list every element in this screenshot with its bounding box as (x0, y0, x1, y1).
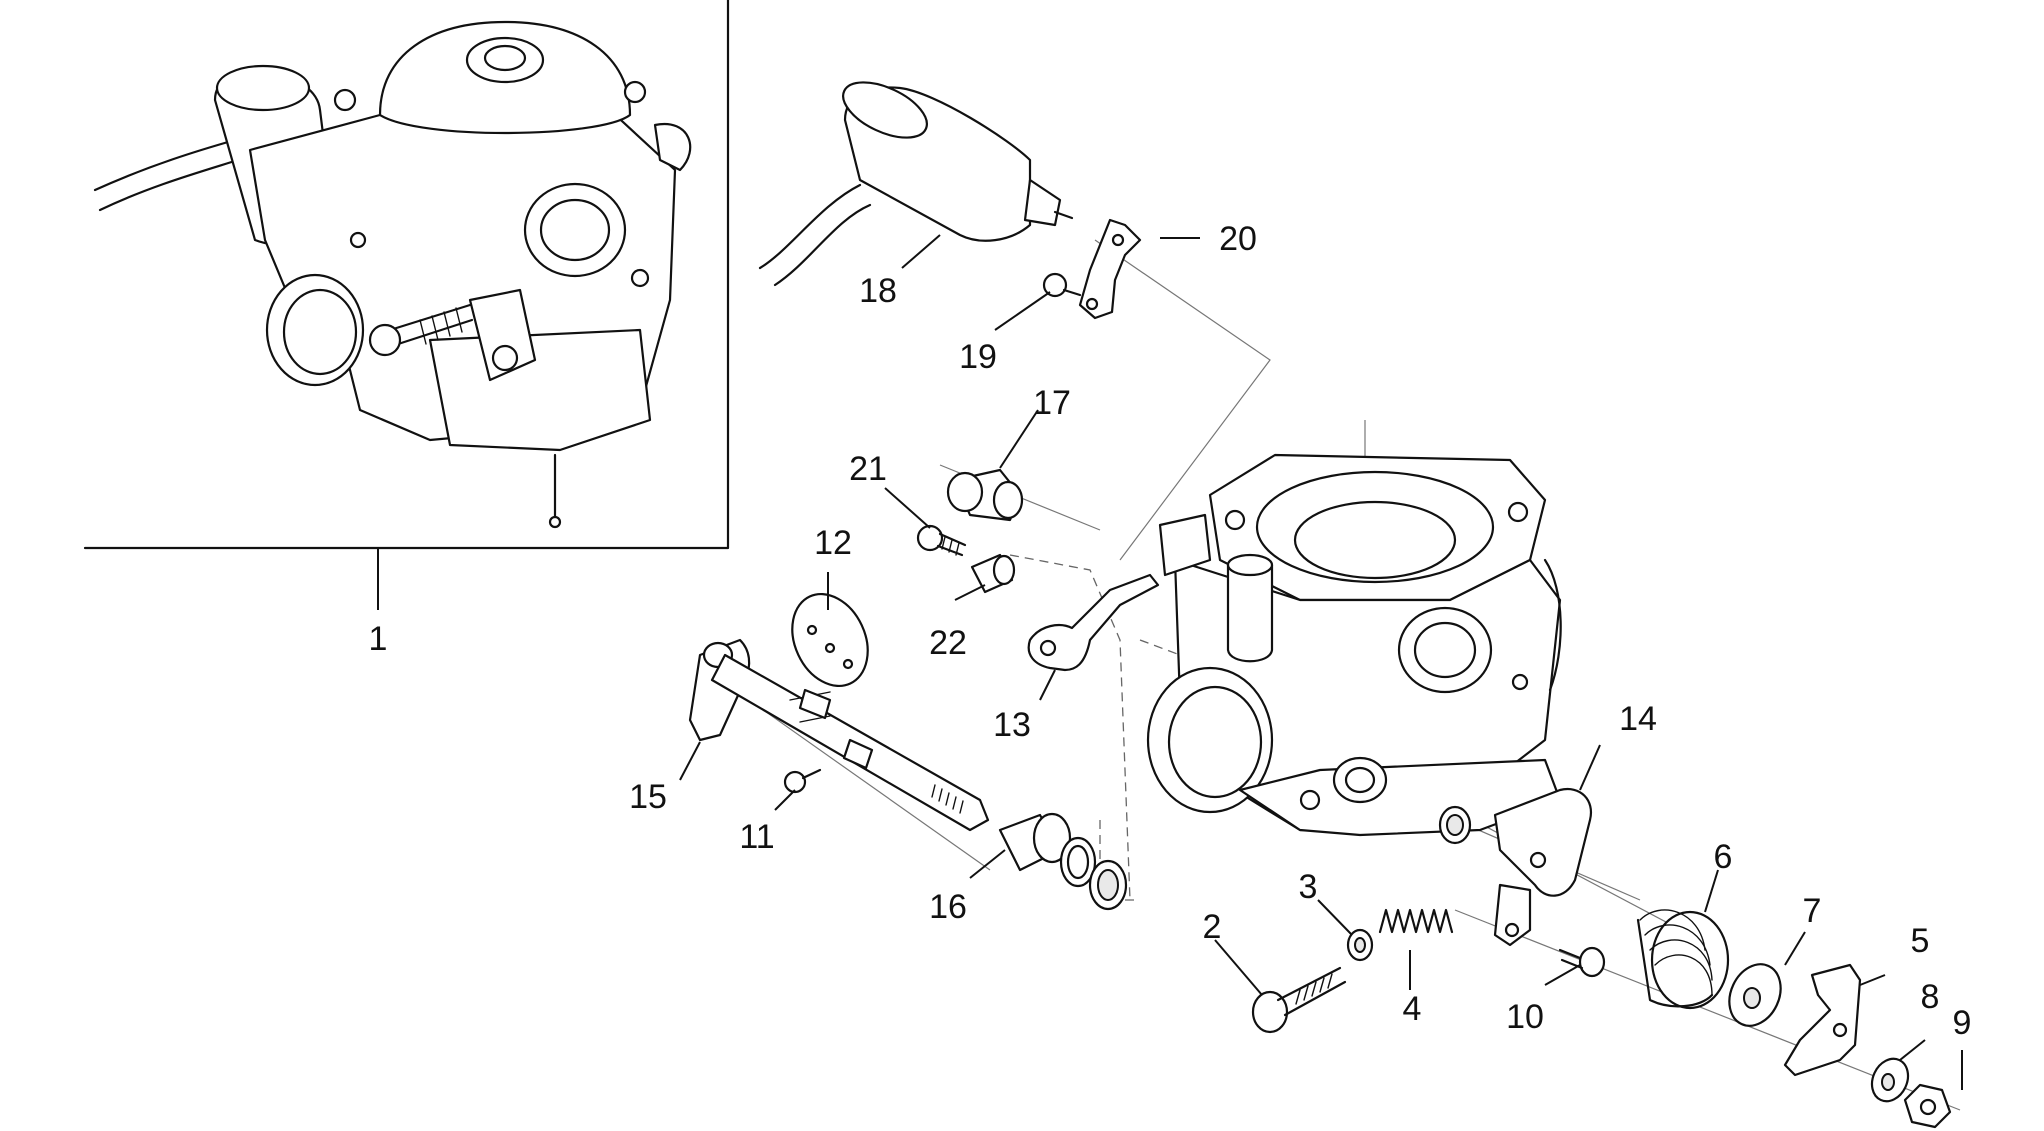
callout-8: 8 (1921, 978, 1940, 1016)
nut-part-9 (1903, 1083, 1952, 1129)
throttle-shaft-part-15 (688, 638, 990, 832)
callout-9: 9 (1953, 1004, 1972, 1042)
callout-13: 13 (993, 706, 1031, 744)
callout-20: 20 (1219, 220, 1257, 258)
spring-part-4 (1378, 908, 1454, 934)
callout-4: 4 (1403, 990, 1422, 1028)
callout-16: 16 (929, 888, 967, 926)
washer-part-3 (1346, 928, 1374, 962)
callout-15: 15 (629, 778, 667, 816)
callout-7: 7 (1803, 892, 1822, 930)
spring-part-6 (1636, 909, 1730, 1010)
throttle-plate-part-12 (791, 592, 869, 688)
callout-22: 22 (929, 624, 967, 662)
bushing-part-17 (946, 468, 1024, 522)
callout-3: 3 (1299, 868, 1318, 906)
carburetor-body (1146, 453, 1562, 837)
callout-11: 11 (739, 818, 774, 856)
bracket-plate-part-14 (1438, 787, 1593, 947)
bracket-part-5 (1783, 963, 1862, 1077)
callout-6: 6 (1714, 838, 1733, 876)
callout-1: 1 (369, 620, 388, 658)
callout-2: 2 (1203, 908, 1222, 946)
washer-part-8 (1870, 1057, 1910, 1103)
screw-part-21 (916, 524, 967, 557)
screw-part-11 (783, 768, 822, 794)
sleeve-part-16 (998, 812, 1128, 911)
screw-part-2 (1251, 966, 1347, 1034)
callout-17: 17 (1033, 384, 1071, 422)
callout-labels: 1 2 3 4 5 6 7 8 9 10 11 12 13 14 15 16 1… (369, 220, 1972, 1042)
bracket-part-20 (1078, 218, 1142, 320)
washer-part-7 (1728, 963, 1782, 1027)
screw-part-10 (1558, 946, 1606, 978)
bushing-part-22 (970, 553, 1016, 594)
callout-18: 18 (859, 272, 897, 310)
callout-5: 5 (1911, 922, 1930, 960)
callout-10: 10 (1506, 998, 1544, 1036)
callout-21: 21 (849, 450, 887, 488)
callout-14: 14 (1619, 700, 1657, 738)
callout-leaders (679, 234, 1963, 1090)
callout-12: 12 (814, 524, 852, 562)
assembled-carburetor-inset (83, 0, 730, 610)
lever-part-13 (1027, 573, 1160, 672)
choke-actuator-part-18 (758, 81, 1074, 287)
screw-part-19 (1042, 272, 1082, 298)
callout-19: 19 (959, 338, 997, 376)
